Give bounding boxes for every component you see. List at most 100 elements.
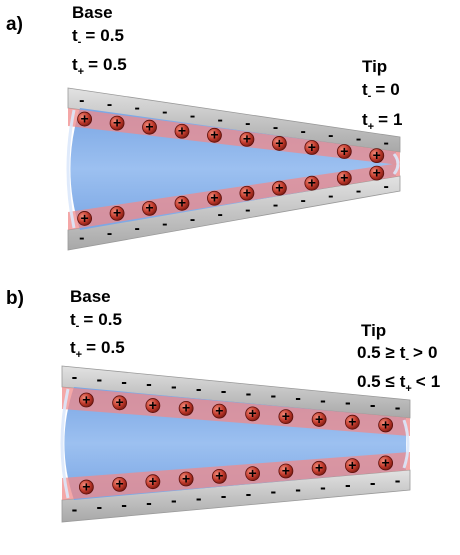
panel-b-base-opening — [60, 388, 70, 499]
panel-a: a) Base t-=0.5 t+=0.5 Tip t-=0 t+=1 - - - -… — [6, 3, 403, 251]
panel-b-top-positive-ion: + — [112, 394, 128, 411]
panel-a-bottom-positive-ion-sign: + — [243, 185, 251, 201]
panel-a-top-negative-charge: - — [135, 100, 140, 117]
panel-b-bottom-positive-ion-sign: + — [149, 473, 157, 489]
panel-a-bottom-negative-charge: - — [301, 192, 306, 209]
panel-b-top-positive-ion-sign: + — [182, 400, 190, 416]
panel-b-top-negative-charge: - — [171, 377, 177, 396]
panel-b-bottom-positive-ion: + — [211, 468, 227, 484]
panel-b-bottom-negative-charge: - — [345, 476, 351, 495]
panel-a-bottom-positive-ion-sign: + — [113, 205, 121, 221]
panel-b-top-negative-charge: - — [196, 379, 202, 398]
panel-b-base-annotation: Base t-=0.5 t+=0.5 — [70, 287, 125, 361]
panel-a-bottom-negative-charge: - — [190, 211, 195, 228]
panel-b-bottom-positive-ion-sign: + — [315, 460, 323, 476]
panel-b-top-positive-ion-sign: + — [82, 391, 90, 407]
panel-a-top-positive-ion: + — [369, 147, 385, 163]
panel-b-tip-title: Tip — [361, 321, 386, 340]
panel-a-top-positive-ion-body — [174, 123, 190, 139]
panel-b-base-t-minus: t-=0.5 — [70, 310, 122, 332]
panel-a-top-negative-charge: - — [190, 107, 195, 124]
panel-b-top-negative-charge: - — [246, 384, 252, 403]
panel-a-base-annotation: Base t-=0.5 t+=0.5 — [72, 3, 127, 78]
panel-a-bottom-negative-charge: - — [384, 178, 389, 195]
panel-a-bottom-negative-charge: - — [135, 220, 140, 237]
panel-a-base-t-plus: t+=0.5 — [72, 55, 127, 78]
panel-a-top-positive-ion: + — [336, 143, 352, 159]
panel-b-tip-annotation: Tip 0.5 ≥t->0 0.5 ≤t+<1 — [357, 321, 440, 395]
panel-b-bottom-positive-ion-sign: + — [282, 462, 290, 478]
panel-a-electrolyte — [70, 108, 397, 230]
panel-a-bottom-positive-ion-body — [174, 195, 190, 211]
panel-a-bottom-positive-ion: + — [109, 205, 125, 221]
panel-a-top-positive-ion: + — [239, 131, 255, 147]
panel-a-bottom-positive-ion-sign: + — [210, 190, 218, 206]
panel-b-tip-t-plus: 0.5 ≤t+<1 — [357, 372, 440, 395]
panel-a-top-positive-ion-body — [207, 127, 222, 143]
panel-a-top-positive-ion-sign: + — [340, 143, 348, 159]
panel-b-top-negative-charge: - — [221, 382, 227, 401]
panel-b-top-positive-ion-sign: + — [249, 405, 257, 421]
panel-b-tip-t-minus: 0.5 ≥t->0 — [357, 343, 437, 365]
panel-b-bottom-positive-ion-body — [311, 460, 327, 476]
panel-a-top-negative-charge: - — [328, 127, 333, 144]
panel-b-top-positive-ion-sign: + — [282, 408, 290, 424]
panel-a-top-positive-ion-sign: + — [243, 131, 251, 147]
panel-a-bottom-positive-ion-body — [207, 190, 222, 206]
panel-b-top-negative-charge: - — [395, 398, 401, 417]
panel-a-bottom-positive-ion-sign: + — [81, 210, 89, 226]
panel-b-bottom-negative-charge: - — [295, 480, 301, 499]
panel-b-top-positive-ion-body — [245, 406, 261, 422]
panel-b-bottom-positive-ion: + — [112, 476, 128, 492]
panel-a-bottom-positive-ion-body — [369, 165, 385, 181]
panel-a-bottom-negative-charge: - — [218, 206, 223, 223]
panel-a-bottom-positive-ion-body — [77, 211, 92, 226]
panel-a-bottom-negative-charge: - — [356, 183, 361, 200]
panel-b-bottom-negative-charge: - — [196, 489, 202, 508]
panel-a-bottom-positive-ion: + — [336, 169, 352, 186]
panel-b-top-negative-charge: - — [121, 372, 127, 391]
panel-b-top-negative-charge: - — [345, 393, 351, 412]
panel-a-top-negative-charge: - — [162, 104, 167, 121]
panel-a-top-positive-ion-sign: + — [145, 119, 153, 135]
panel-a-top-positive-ion-body — [369, 148, 385, 163]
panel-b-top-positive-ion-sign: + — [215, 402, 223, 418]
panel-a-bottom-positive-ion: + — [174, 195, 190, 211]
panel-b-top-negative-charge: - — [370, 396, 376, 415]
panel-b-bottom-positive-ion: + — [178, 470, 194, 487]
panel-a-bottom-positive-ion: + — [304, 175, 320, 191]
panel-b-top-positive-ion-sign: + — [116, 394, 124, 410]
panel-b-top-positive-ion-sign: + — [348, 414, 356, 430]
panel-b-bottom-positive-ion-body — [178, 471, 194, 487]
panel-a-bottom-positive-ion: + — [207, 190, 222, 206]
panel-a-top-positive-ion-sign: + — [81, 110, 89, 126]
panel-a-top-positive-ion: + — [77, 110, 92, 127]
panel-a-top-negative-charge: - — [356, 131, 361, 148]
panel-a-top-negative-charge: - — [384, 135, 389, 152]
panel-a-tip-annotation: Tip t-=0 t+=1 — [362, 57, 403, 133]
panel-b-top-positive-ion-sign: + — [382, 416, 390, 432]
panel-b-bottom-positive-ion-body — [211, 468, 227, 484]
panel-b-top-positive-ion: + — [278, 408, 294, 425]
panel-b-top-positive-ion: + — [344, 414, 360, 430]
panel-a-label: a) — [6, 14, 23, 35]
panel-a-bottom-positive-ion: + — [271, 180, 287, 196]
panel-b-top-positive-ion-body — [211, 403, 227, 419]
panel-b-top-positive-ion: + — [245, 405, 261, 422]
panel-a-top-positive-ion-sign: + — [178, 123, 186, 139]
panel-b-top-positive-ion-body — [145, 398, 161, 413]
panel-a-bottom-positive-ion-body — [239, 185, 255, 201]
panel-b-top-positive-ion: + — [378, 416, 394, 433]
panel-a-base-t-minus: t-=0.5 — [72, 26, 124, 48]
panel-a-top-negative-charge: - — [79, 92, 84, 109]
panel-b-bottom-positive-ion-sign: + — [382, 454, 390, 470]
panel-a-top-positive-ion-sign: + — [210, 127, 218, 143]
panel-a-tip-t-plus: t+=1 — [362, 110, 403, 133]
panel-b: b) Base t-=0.5 t+=0.5 Tip 0.5 ≥t->0 0.5 … — [6, 287, 440, 523]
panel-a-bottom-positive-ion-sign: + — [373, 164, 381, 180]
panel-b-top-negative-charge: - — [146, 375, 152, 394]
panel-b-top-positive-ion-body — [112, 395, 128, 411]
panel-a-top-positive-ion-body — [336, 144, 352, 159]
panel-b-top-positive-ion: + — [178, 400, 194, 416]
